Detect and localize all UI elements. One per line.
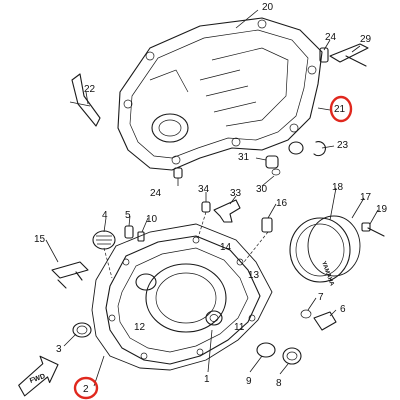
screw-19 xyxy=(361,222,385,237)
lever-15 xyxy=(51,261,89,289)
plug-6 xyxy=(313,311,337,331)
callout-15: 15 xyxy=(34,234,46,245)
plug-3 xyxy=(72,322,92,338)
callout-9: 9 xyxy=(246,376,252,387)
callout-19: 19 xyxy=(376,204,388,215)
washer-30 xyxy=(271,168,281,176)
crankcase-cover-1 xyxy=(105,235,261,365)
bracket-22 xyxy=(69,73,101,127)
highlight-ring-2 xyxy=(73,376,99,400)
bracket-33 xyxy=(213,199,241,223)
callouts: 20 24 29 22 21 23 31 30 24 34 33 18 17 1… xyxy=(34,2,388,395)
callout-6: 6 xyxy=(340,304,346,315)
callout-33: 33 xyxy=(230,188,242,199)
callout-10: 10 xyxy=(146,214,158,225)
callout-14: 14 xyxy=(220,242,232,253)
callout-2: 2 xyxy=(83,384,89,395)
leader-lines xyxy=(45,9,379,387)
callout-20: 20 xyxy=(262,2,274,13)
callout-31: 31 xyxy=(238,152,250,163)
fwd-label: FWD xyxy=(29,373,46,385)
callout-24-top: 24 xyxy=(325,32,337,43)
oring-9 xyxy=(256,342,276,358)
clip-23 xyxy=(313,141,326,157)
cap-4 xyxy=(92,230,116,250)
inner-crankcase xyxy=(117,17,323,171)
callout-8: 8 xyxy=(276,378,282,389)
callout-23: 23 xyxy=(337,140,349,151)
dowel-16 xyxy=(261,217,273,233)
callout-13: 13 xyxy=(248,270,260,281)
gasket-17 xyxy=(307,215,361,277)
callout-5: 5 xyxy=(125,210,131,221)
callout-12: 12 xyxy=(134,322,146,333)
bolt-34 xyxy=(201,201,211,213)
callout-17: 17 xyxy=(360,192,372,203)
callout-22: 22 xyxy=(84,84,96,95)
callout-21: 21 xyxy=(334,104,346,115)
plug-8 xyxy=(282,347,302,365)
callout-24-bottom: 24 xyxy=(150,188,162,199)
fwd-arrow: FWD xyxy=(18,355,59,397)
rod-29 xyxy=(329,43,369,67)
bolt-10 xyxy=(137,231,145,242)
callout-7: 7 xyxy=(318,292,324,303)
pin-24-top xyxy=(319,47,329,63)
knob-5 xyxy=(124,225,134,239)
callout-29: 29 xyxy=(360,34,372,45)
gasket-2 xyxy=(91,223,273,371)
callout-3: 3 xyxy=(56,344,62,355)
yamaha-logo: YAMAHA xyxy=(320,261,335,288)
highlight-ring-21 xyxy=(329,95,353,123)
dowel-31 xyxy=(265,155,279,169)
callout-30: 30 xyxy=(256,184,268,195)
callout-11: 11 xyxy=(234,322,245,333)
cover-18: YAMAHA xyxy=(289,217,351,288)
callout-1: 1 xyxy=(204,374,210,385)
washer-7 xyxy=(300,309,312,319)
seal-21 xyxy=(288,141,304,155)
pin-24-bottom xyxy=(173,167,183,179)
callout-18: 18 xyxy=(332,182,344,193)
callout-34: 34 xyxy=(198,184,210,195)
callout-16: 16 xyxy=(276,198,288,209)
callout-4: 4 xyxy=(102,210,108,221)
